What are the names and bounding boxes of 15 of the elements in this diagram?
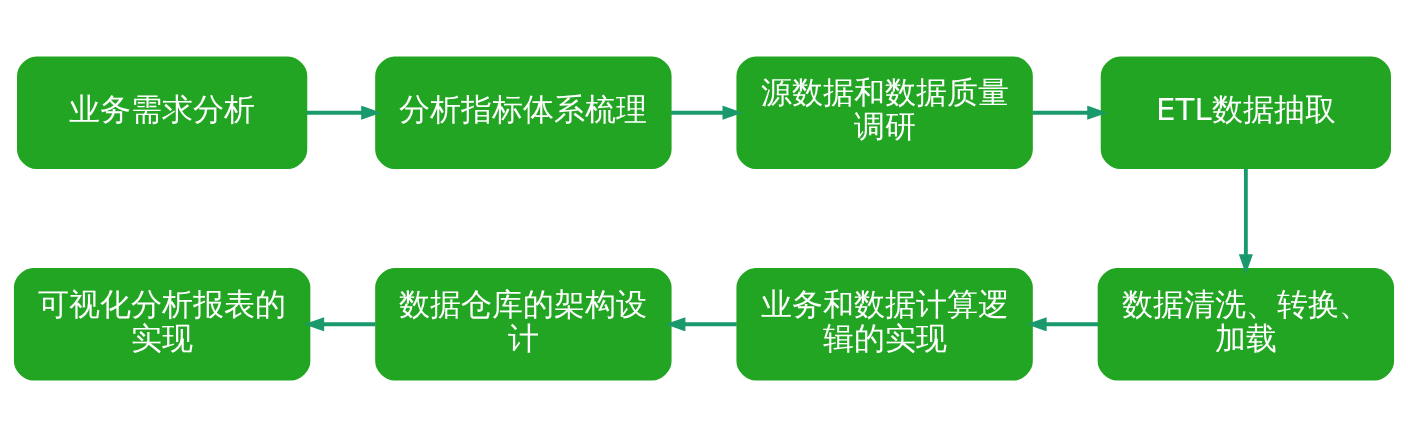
node-box: 分析指标体系梳理 bbox=[375, 56, 672, 170]
node-box: 业务需求分析 bbox=[17, 56, 308, 170]
node-box: ETL数据抽取 bbox=[1100, 56, 1391, 170]
arrow bbox=[671, 105, 743, 120]
node-box: 可视化分析报表的实现 bbox=[13, 267, 311, 381]
node-box: 业务和数据计算逻辑的实现 bbox=[736, 267, 1033, 381]
arrow bbox=[306, 105, 382, 120]
arrow bbox=[304, 317, 376, 332]
node-box: 数据清洗、转换、加载 bbox=[1097, 267, 1395, 381]
node-box: 数据仓库的架构设计 bbox=[375, 267, 672, 381]
arrow bbox=[665, 317, 737, 332]
arrow bbox=[1238, 168, 1253, 275]
node-box: 源数据和数据质量调研 bbox=[736, 56, 1033, 170]
arrow bbox=[1032, 105, 1108, 120]
arrow bbox=[1026, 317, 1098, 332]
